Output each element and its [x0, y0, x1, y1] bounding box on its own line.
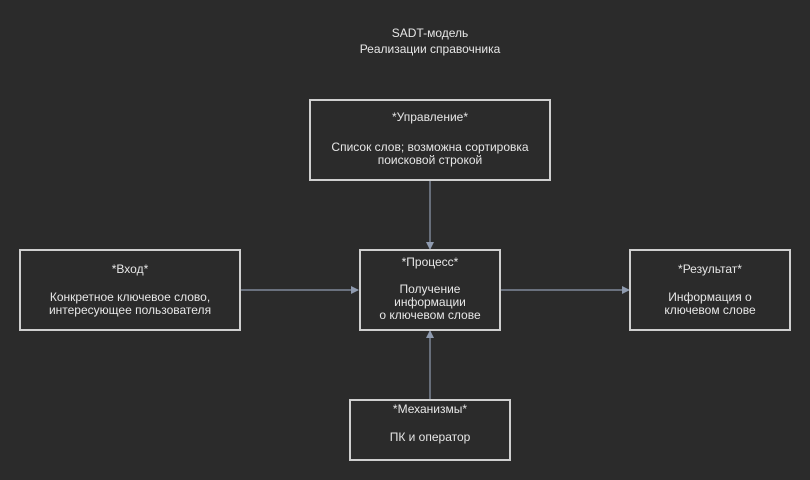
process-box-line-2: информации: [394, 295, 466, 309]
input-box-line-2: интересующее пользователя: [48, 303, 212, 317]
process-box-line-3: о ключевом слове: [379, 308, 481, 322]
control-box-line-1: Список слов; возможна сортировка: [331, 140, 529, 154]
control-box-heading: *Управление*: [391, 110, 469, 124]
mechanism-box-line-1: ПК и оператор: [389, 430, 471, 444]
output-box: *Результат* Информация о ключевом слове: [629, 249, 791, 331]
diagram-title-line-1: SADT-модель: [391, 26, 469, 40]
control-box: *Управление* Список слов; возможна сорти…: [309, 99, 551, 181]
input-box-text: Конкретное ключевое слово, интересующее …: [21, 291, 239, 317]
output-box-text: Информация о ключевом слове: [631, 291, 789, 317]
control-box-text: Список слов; возможна сортировка поисков…: [311, 141, 549, 167]
control-box-line-2: поисковой строкой: [377, 153, 483, 167]
output-box-line-1: Информация о: [668, 290, 752, 304]
process-box-line-1: Получение: [399, 282, 461, 296]
input-box-heading: *Вход*: [111, 262, 149, 276]
process-box-heading: *Процесс*: [401, 255, 459, 269]
process-box: *Процесс* Получение информации о ключево…: [359, 249, 501, 331]
mechanism-box-heading: *Механизмы*: [392, 402, 468, 416]
diagram-title: SADT-модель Реализации справочника: [0, 25, 810, 57]
mechanism-box: *Механизмы* ПК и оператор: [349, 399, 511, 461]
process-box-text: Получение информации о ключевом слове: [361, 283, 499, 322]
input-box: *Вход* Конкретное ключевое слово, интере…: [19, 249, 241, 331]
output-box-heading: *Результат*: [678, 262, 742, 276]
mechanism-box-text: ПК и оператор: [351, 431, 509, 444]
diagram-title-line-2: Реализации справочника: [359, 42, 501, 56]
input-box-line-1: Конкретное ключевое слово,: [49, 290, 211, 304]
output-box-line-2: ключевом слове: [664, 303, 756, 317]
